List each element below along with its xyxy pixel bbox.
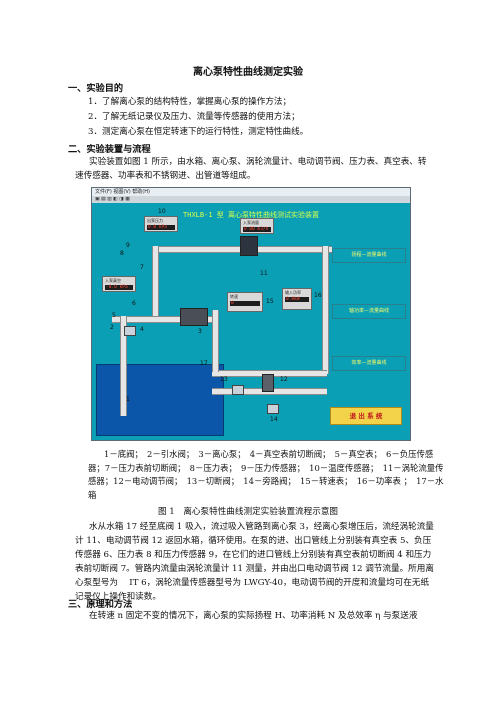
pipe-right xyxy=(322,246,329,374)
pipe-suction xyxy=(112,316,212,323)
label-13: 13 xyxy=(220,376,228,383)
pipe-intake xyxy=(120,316,127,416)
figure-software-screenshot: 文件(F) 视图(V) 帮助(H) ▣ ▤ ▥ ◧ ◨ ▦ THXLB-1 型 … xyxy=(91,187,411,441)
objective-item-2: 2．了解无纸记录仪及压力、流量等传感器的使用方法； xyxy=(88,112,300,122)
figure-title: THXLB-1 型 离心泵特性曲线测试实验装置 xyxy=(183,211,319,219)
exit-system-button[interactable]: 退 出 系 统 xyxy=(330,407,402,425)
panel-flow: 入泵流量 0.00 m3/h xyxy=(240,218,274,234)
bypass-valve xyxy=(267,404,279,414)
figure-legend: 1－底阀； 2－引水阀； 3－离心泵； 4－真空表前切断阀； 5－真空表； 6－… xyxy=(88,449,444,500)
panel-tachometer: 转速 0 xyxy=(227,292,263,312)
figure-menu-bar: 文件(F) 视图(V) 帮助(H) xyxy=(92,188,410,196)
pump xyxy=(180,308,208,326)
regulating-valve xyxy=(262,374,274,392)
label-12: 12 xyxy=(280,376,288,383)
power-flow-curve-button[interactable]: 轴功率—流量曲线 xyxy=(332,304,406,319)
label-2: 2 xyxy=(110,324,114,331)
label-10: 10 xyxy=(158,208,166,215)
label-9: 9 xyxy=(126,242,130,249)
label-5: 5 xyxy=(112,312,116,319)
label-8: 8 xyxy=(120,250,124,257)
section-heading-apparatus: 二、实验装置与流程 xyxy=(68,144,151,155)
label-17: 17 xyxy=(200,360,208,367)
panel-in-vacuum: 入泵真空 -0.0 kPa xyxy=(102,276,136,292)
panel-power: 输入功率 0.0kW xyxy=(282,288,312,310)
label-14: 14 xyxy=(270,416,278,423)
label-11: 11 xyxy=(260,270,268,277)
label-6: 6 xyxy=(132,300,136,307)
apparatus-intro: 实验装置如图 1 所示，由水箱、离心泵、涡轮流量计、电动调节阀、压力表、真空表、… xyxy=(75,157,427,181)
head-flow-curve-button[interactable]: 扬程—流量曲线 xyxy=(332,248,406,263)
efficiency-flow-curve-button[interactable]: 效率—流量曲线 xyxy=(332,356,406,371)
process-description: 水从水箱 17 经至底阀 1 吸入，流过吸入管路到离心泵 3，经离心泵增压后，流… xyxy=(75,522,434,602)
label-3: 3 xyxy=(198,328,202,335)
label-4: 4 xyxy=(140,326,144,333)
water-tank xyxy=(96,364,224,436)
principle-text: 在转速 n 固定不变的情况下，离心泵的实际扬程 H、功率消耗 N 及总效率 η … xyxy=(89,611,418,621)
objective-item-3: 3．测定离心泵在恒定转速下的运行特性，测定特性曲线。 xyxy=(88,127,309,137)
pipe-riser xyxy=(212,310,219,372)
panel-out-pressure: 出泵压力 0.0 kPa xyxy=(144,216,178,232)
shutoff-valve xyxy=(232,385,244,395)
flow-meter xyxy=(240,236,258,256)
section-heading-principle: 三、原理和方法 xyxy=(68,599,133,610)
figure-caption: 图 1 离心泵特性曲线测定实验装置流程示意图 xyxy=(157,507,339,517)
label-7: 7 xyxy=(140,264,144,271)
pipe-left xyxy=(152,246,159,316)
label-1: 1 xyxy=(126,396,130,403)
figure-toolbar: ▣ ▤ ▥ ◧ ◨ ▦ xyxy=(92,196,410,203)
objective-item-1: 1．了解离心泵的结构特性，掌握离心泵的操作方法； xyxy=(88,97,292,107)
label-16: 16 xyxy=(314,292,322,299)
section-heading-objectives: 一、实验目的 xyxy=(68,83,124,94)
label-15: 15 xyxy=(266,298,274,305)
document-title: 离心泵特性曲线测定实验 xyxy=(193,67,303,78)
priming-valve xyxy=(124,326,136,336)
